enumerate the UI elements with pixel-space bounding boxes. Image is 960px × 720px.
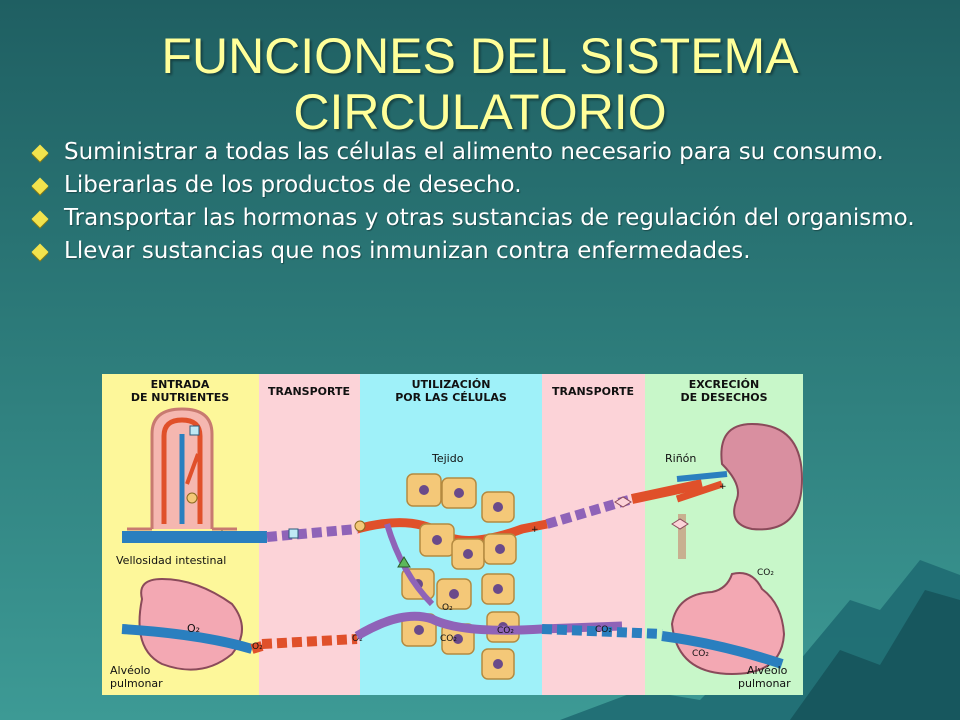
circulatory-diagram: ENTRADA DE NUTRIENTES TRANSPORTE UTILIZA… [102, 374, 803, 695]
alveolus-right [661, 572, 786, 676]
title-line-2: CIRCULATORIO [293, 84, 667, 140]
label-tissue: Tejido [431, 452, 464, 465]
label-co2-alveolus-right: CO₂ [692, 649, 709, 659]
header-nutrients-2: DE NUTRIENTES [131, 391, 229, 404]
label-villus: Vellosidad intestinal [116, 554, 226, 567]
diamond-bullet-icon [31, 243, 49, 261]
vessel-transport-top [266, 524, 358, 542]
column-transport-right-bg [542, 374, 645, 695]
label-kidney: Riñón [665, 452, 696, 465]
bullet-item: Suministrar a todas las células el alime… [30, 140, 930, 164]
bullet-text: Transportar las hormonas y otras sustanc… [64, 205, 915, 231]
label-co2-vessel-1: CO₂ [497, 626, 514, 636]
bullet-text: Llevar sustancias que nos inmunizan cont… [64, 238, 751, 264]
slide-title: FUNCIONES DEL SISTEMA CIRCULATORIO [0, 28, 960, 140]
header-utilization-2: POR LAS CÉLULAS [395, 391, 507, 404]
vessel-transport-bottom-left [261, 634, 358, 649]
bullet-text: Suministrar a todas las células el alime… [64, 139, 884, 165]
header-excretion-2: DE DESECHOS [680, 391, 767, 404]
plus-marker-icon: + [531, 525, 539, 535]
title-line-1: FUNCIONES DEL SISTEMA [161, 28, 799, 84]
label-co2-exhaled: CO₂ [757, 568, 774, 578]
bullet-text: Liberarlas de los productos de desecho. [64, 172, 522, 198]
intestinal-villus [127, 407, 237, 542]
header-nutrients-1: ENTRADA [151, 378, 210, 391]
header-excretion-1: EXCRECIÓN [689, 378, 759, 391]
label-co2-tissue: CO₂ [440, 634, 457, 644]
label-alveolus-right-2: pulmonar [738, 677, 791, 690]
label-o2-tissue: O₂ [442, 603, 453, 613]
label-o2-vessel-1: O₂ [252, 642, 263, 652]
bullet-item: Llevar sustancias que nos inmunizan cont… [30, 239, 930, 263]
diamond-bullet-icon [31, 177, 49, 195]
header-transport-right: TRANSPORTE [552, 385, 634, 398]
label-alveolus-left-2: pulmonar [110, 677, 163, 690]
label-alveolus-left-1: Alvéolo [110, 664, 151, 677]
alveolus-left [121, 577, 264, 671]
bullet-list: Suministrar a todas las células el alime… [30, 140, 930, 272]
label-alveolus-right-1: Alvéolo [747, 664, 788, 677]
label-co2-vessel-2: CO₂ [595, 625, 612, 635]
bullet-item: Transportar las hormonas y otras sustanc… [30, 206, 930, 230]
bullet-item: Liberarlas de los productos de desecho. [30, 173, 930, 197]
label-o2-vessel-2: O₂ [352, 634, 363, 644]
header-transport-left: TRANSPORTE [268, 385, 350, 398]
vessel-transport-bottom-right [541, 624, 663, 639]
vessel-tissue-bottom [354, 611, 623, 640]
kidney-plus-icon: + [719, 482, 727, 492]
kidney: + [614, 422, 803, 559]
cell-nuclei [413, 485, 508, 669]
label-o2-alveolus-left: O₂ [187, 622, 200, 635]
header-utilization-1: UTILIZACIÓN [412, 378, 491, 391]
diamond-bullet-icon [31, 144, 49, 162]
diamond-bullet-icon [31, 210, 49, 228]
